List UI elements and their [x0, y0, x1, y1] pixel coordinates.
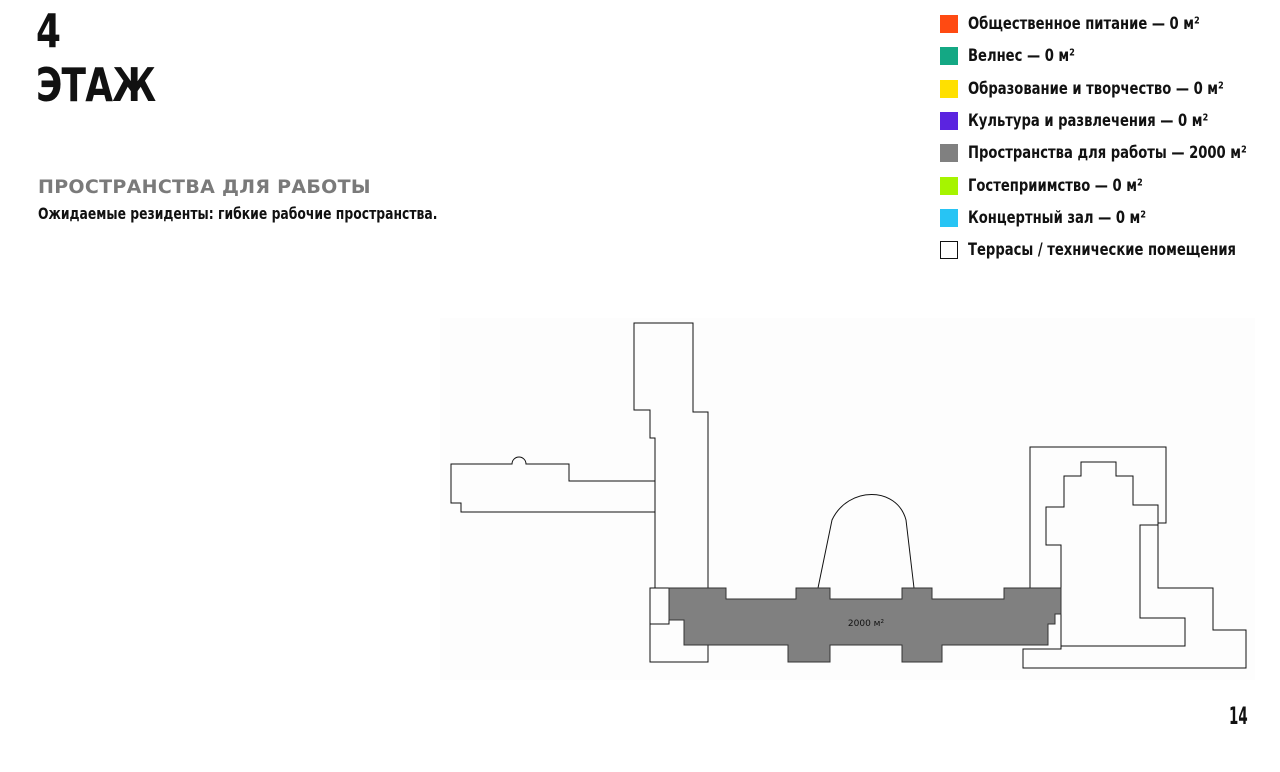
- plan-outline-east-inner: [1045, 461, 1186, 647]
- legend-swatch: [940, 79, 958, 98]
- legend-label: Велнес — 0 м²: [968, 46, 1075, 67]
- plan-outline-east-building: [1022, 446, 1247, 669]
- section-heading: ПРОСТРАНСТВА ДЛЯ РАБОТЫ: [38, 176, 371, 198]
- legend-swatch: [940, 144, 958, 163]
- plan-outline-west-wing: [450, 322, 709, 625]
- legend-label: Пространства для работы — 2000 м²: [968, 143, 1247, 164]
- legend-swatch: [940, 208, 958, 227]
- legend: Общественное питание — 0 м² Велнес — 0 м…: [940, 8, 1270, 266]
- legend-swatch: [940, 47, 958, 66]
- plan-workspace-label: 2000 м²: [848, 619, 885, 629]
- legend-item-hospitality: Гостеприимство — 0 м²: [940, 169, 1270, 201]
- legend-swatch: [940, 241, 958, 260]
- legend-item-workspace: Пространства для работы — 2000 м²: [940, 137, 1270, 169]
- legend-item-catering: Общественное питание — 0 м²: [940, 8, 1270, 40]
- legend-swatch: [940, 176, 958, 195]
- legend-label: Гостеприимство — 0 м²: [968, 175, 1143, 196]
- plan-outline-dome: [817, 494, 915, 589]
- floor-number: 4: [36, 4, 61, 58]
- section-description: Ожидаемые резиденты: гибкие рабочие прос…: [38, 204, 438, 223]
- legend-swatch: [940, 112, 958, 131]
- legend-label: Образование и творчество — 0 м²: [968, 78, 1224, 99]
- legend-label: Террасы / технические помещения: [968, 240, 1236, 261]
- floor-title: 4 ЭТАЖ: [36, 4, 156, 112]
- page-number: 14: [1229, 702, 1248, 730]
- legend-label: Культура и развлечения — 0 м²: [968, 111, 1209, 132]
- legend-item-culture: Культура и развлечения — 0 м²: [940, 105, 1270, 137]
- legend-label: Концертный зал — 0 м²: [968, 207, 1147, 228]
- legend-item-wellness: Велнес — 0 м²: [940, 40, 1270, 72]
- floor-plan-drawing: 2000 м²: [450, 322, 1247, 669]
- legend-swatch: [940, 15, 958, 34]
- legend-label: Общественное питание — 0 м²: [968, 14, 1200, 35]
- legend-item-terraces: Террасы / технические помещения: [940, 234, 1270, 266]
- floor-label: ЭТАЖ: [36, 58, 156, 112]
- legend-item-concert-hall: Концертный зал — 0 м²: [940, 202, 1270, 234]
- legend-item-education: Образование и творчество — 0 м²: [940, 73, 1270, 105]
- floor-plan: 2000 м²: [440, 318, 1255, 680]
- plan-workspace-area: [668, 587, 1062, 663]
